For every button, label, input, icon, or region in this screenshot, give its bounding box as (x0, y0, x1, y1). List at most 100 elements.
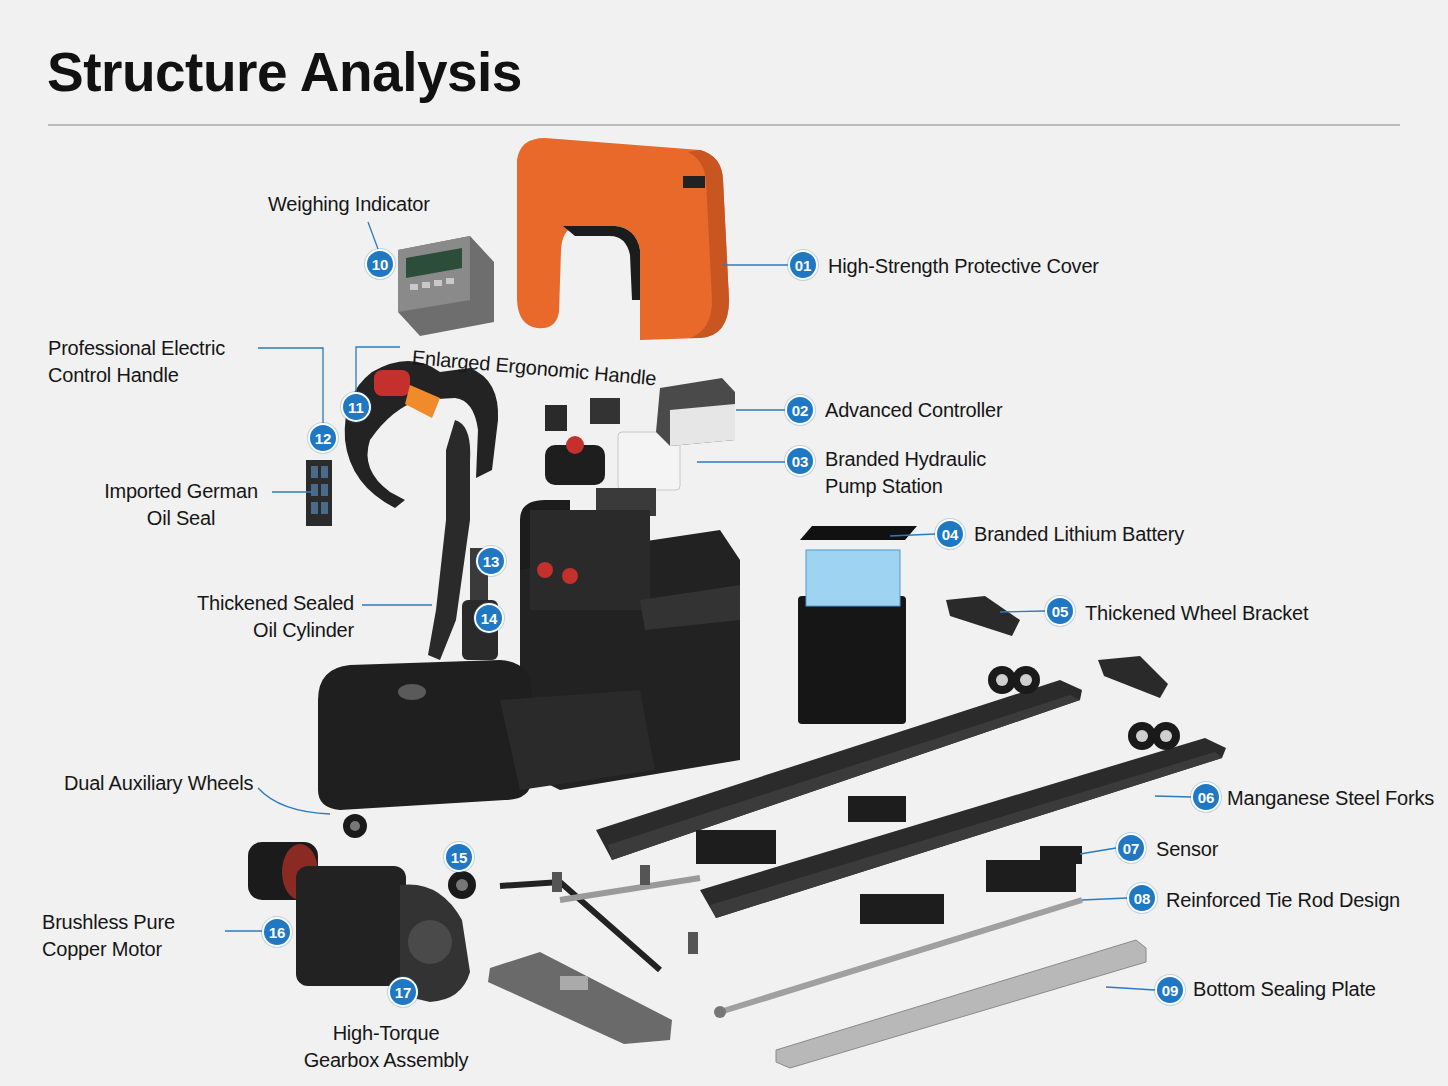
part-name: Thickened Wheel Bracket (1085, 600, 1308, 627)
indicator-key (422, 282, 430, 288)
callout-text: 11 (348, 400, 364, 415)
callout-text: 17 (395, 985, 412, 1000)
leader-line (1106, 987, 1155, 990)
pump-terminal (566, 436, 584, 454)
leader-line (272, 491, 312, 492)
oil-seal (311, 484, 318, 496)
callout-text: 09 (1162, 983, 1179, 998)
leader-line (736, 409, 785, 410)
callout-text: 01 (795, 258, 812, 273)
wheel-hub (1160, 730, 1172, 742)
controller-base (670, 404, 735, 446)
controller (656, 378, 735, 446)
manganese-steel-fork (700, 738, 1226, 918)
wheel-hub (1020, 674, 1032, 686)
gearbox (296, 866, 406, 986)
title-rule (48, 124, 1400, 126)
callout-number: 07 (1116, 833, 1146, 863)
part-name: Reinforced Tie Rod Design (1166, 887, 1400, 914)
leader-line (1082, 898, 1127, 900)
oil-seal (321, 466, 328, 478)
pin (688, 932, 698, 954)
pump-relay (545, 405, 567, 431)
part-name: High-Torque Gearbox Assembly (293, 1020, 479, 1074)
callout-number: 04 (935, 519, 965, 549)
oil-seal (311, 466, 318, 478)
fork-edge (608, 695, 1080, 860)
sensor-block (848, 796, 906, 822)
part-name: Brushless Pure Copper Motor (42, 909, 210, 963)
leader-line (258, 788, 330, 814)
oil-seal (311, 502, 318, 514)
battery-cells (806, 550, 900, 606)
part-name: Dual Auxiliary Wheels (64, 770, 253, 797)
control-handle (345, 361, 498, 508)
callout-text: 02 (792, 403, 809, 418)
oil-seal (321, 484, 328, 496)
indicator-key (446, 278, 454, 284)
fork-edge (710, 752, 1222, 918)
part-name: Branded Hydraulic Pump Station (825, 446, 1030, 500)
callout-number: 17 (388, 977, 418, 1007)
sensor-block (696, 830, 776, 864)
lever-plate (488, 952, 672, 1044)
indicator-key (434, 280, 442, 286)
leader-line (258, 348, 323, 423)
bottom-sealing-plate (776, 940, 1146, 1068)
part-name: Thickened Sealed Oil Cylinder (168, 590, 354, 644)
callout-text: 08 (1134, 891, 1151, 906)
callout-number: 12 (308, 423, 338, 453)
callout-text: 04 (942, 527, 959, 542)
wheel-hub (456, 879, 468, 891)
drive-link (500, 690, 655, 790)
callout-number: 08 (1127, 883, 1157, 913)
callout-number: 11 (341, 392, 371, 422)
part-name: Branded Lithium Battery (974, 521, 1184, 548)
sensor-block (986, 860, 1076, 892)
leader-line (1080, 848, 1116, 854)
callout-text: 07 (1123, 841, 1140, 856)
load-wheel (1152, 722, 1180, 750)
pin (640, 865, 650, 885)
battery-lid (800, 526, 917, 540)
part-name: Advanced Controller (825, 397, 1002, 424)
leader-line (1000, 611, 1045, 612)
weighing-indicator (398, 236, 494, 336)
leader-line (368, 222, 378, 249)
oil-seal-pack (306, 460, 332, 526)
plate-latch (560, 976, 588, 990)
callout-number: 09 (1155, 975, 1185, 1005)
leader-line (722, 264, 788, 265)
page-title: Structure Analysis (47, 40, 522, 104)
chassis-button (562, 568, 578, 584)
cover-slot (683, 176, 705, 188)
callout-number: 10 (365, 249, 395, 279)
callout-number: 03 (785, 446, 815, 476)
part-name: Professional Electric Control Handle (48, 335, 280, 389)
callout-text: 14 (481, 611, 498, 626)
pump-fan (590, 398, 620, 424)
callout-number: 02 (785, 395, 815, 425)
callout-number: 06 (1191, 782, 1221, 812)
handle-trigger (405, 385, 440, 418)
leader-line (890, 534, 935, 536)
callout-number: 14 (474, 603, 504, 633)
leader-line (362, 604, 432, 605)
callout-number: 05 (1045, 596, 1075, 626)
part-name: Bottom Sealing Plate (1193, 976, 1376, 1003)
leader-line (356, 347, 400, 392)
protective-cover (517, 138, 729, 340)
auxiliary-wheel (343, 814, 367, 838)
indicator-screen (406, 248, 462, 278)
cover-slot (563, 226, 640, 300)
wheel-bracket (1098, 656, 1168, 698)
leader-line (697, 461, 785, 462)
callout-text: 03 (792, 454, 809, 469)
wheel-hub (350, 821, 360, 831)
callout-number: 13 (476, 546, 506, 576)
rod-end (714, 1006, 726, 1018)
drive-unit (318, 660, 532, 810)
battery-bay (640, 585, 740, 630)
